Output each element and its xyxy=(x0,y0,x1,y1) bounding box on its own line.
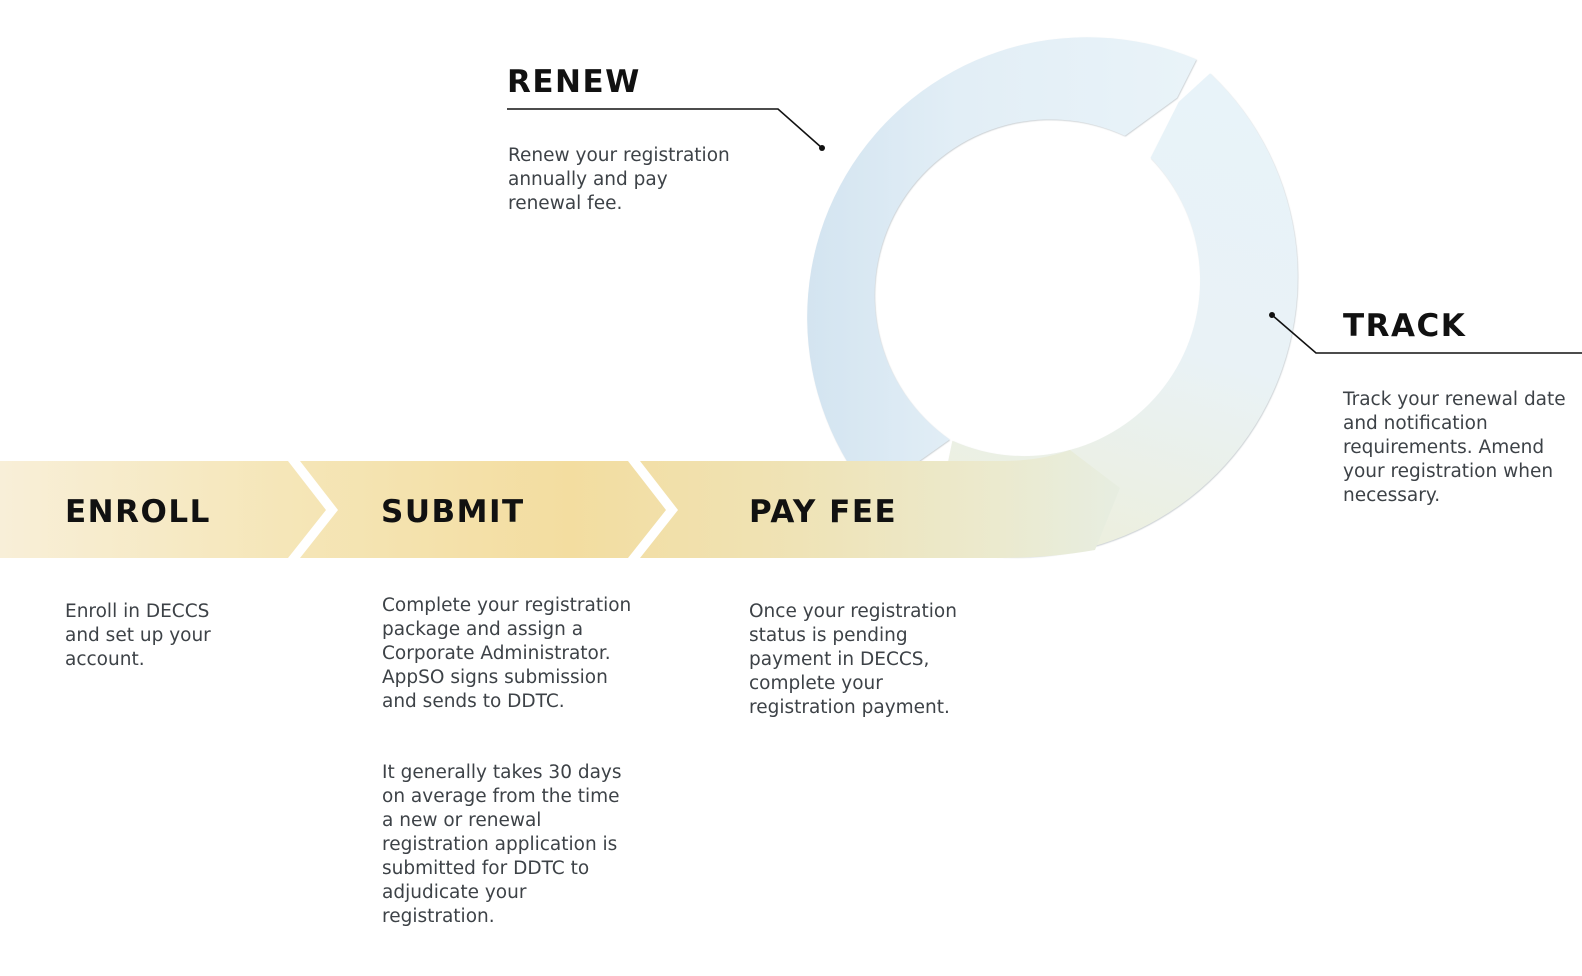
payfee-arrow-segment xyxy=(640,450,1120,558)
pay-fee-title: PAY FEE xyxy=(749,494,898,530)
renew-title: RENEW xyxy=(507,64,641,100)
track-leader-dot xyxy=(1269,312,1275,318)
process-diagram xyxy=(0,37,1582,558)
track-description: Track your renewal date and notification… xyxy=(1343,364,1582,555)
track-leader-line xyxy=(1269,312,1582,354)
renew-description-text: Renew your registration annually and pay… xyxy=(508,145,730,214)
renew-description: Renew your registration annually and pay… xyxy=(508,120,758,263)
track-ring-segment xyxy=(896,73,1298,557)
submit-arrow-segment xyxy=(300,461,666,558)
submit-description: Complete your registration package and a… xyxy=(382,570,652,976)
track-description-text: Track your renewal date and notification… xyxy=(1343,389,1566,506)
enroll-description: Enroll in DECCS and set up your account. xyxy=(65,576,265,719)
submit-note-text: It generally takes 30 days on average fr… xyxy=(382,762,622,927)
enroll-arrow-segment xyxy=(0,461,326,558)
enroll-title: ENROLL xyxy=(65,494,211,530)
pay-fee-description-text: Once your registration status is pending… xyxy=(749,601,957,718)
renew-leader-line xyxy=(507,108,825,151)
enroll-description-text: Enroll in DECCS and set up your account. xyxy=(65,601,211,670)
renew-leader-dot xyxy=(819,145,825,151)
track-title: TRACK xyxy=(1343,308,1467,344)
pay-fee-description: Once your registration status is pending… xyxy=(749,576,989,767)
submit-title: SUBMIT xyxy=(381,494,525,530)
renew-ring-segment xyxy=(807,37,1197,538)
submit-description-text: Complete your registration package and a… xyxy=(382,595,632,712)
